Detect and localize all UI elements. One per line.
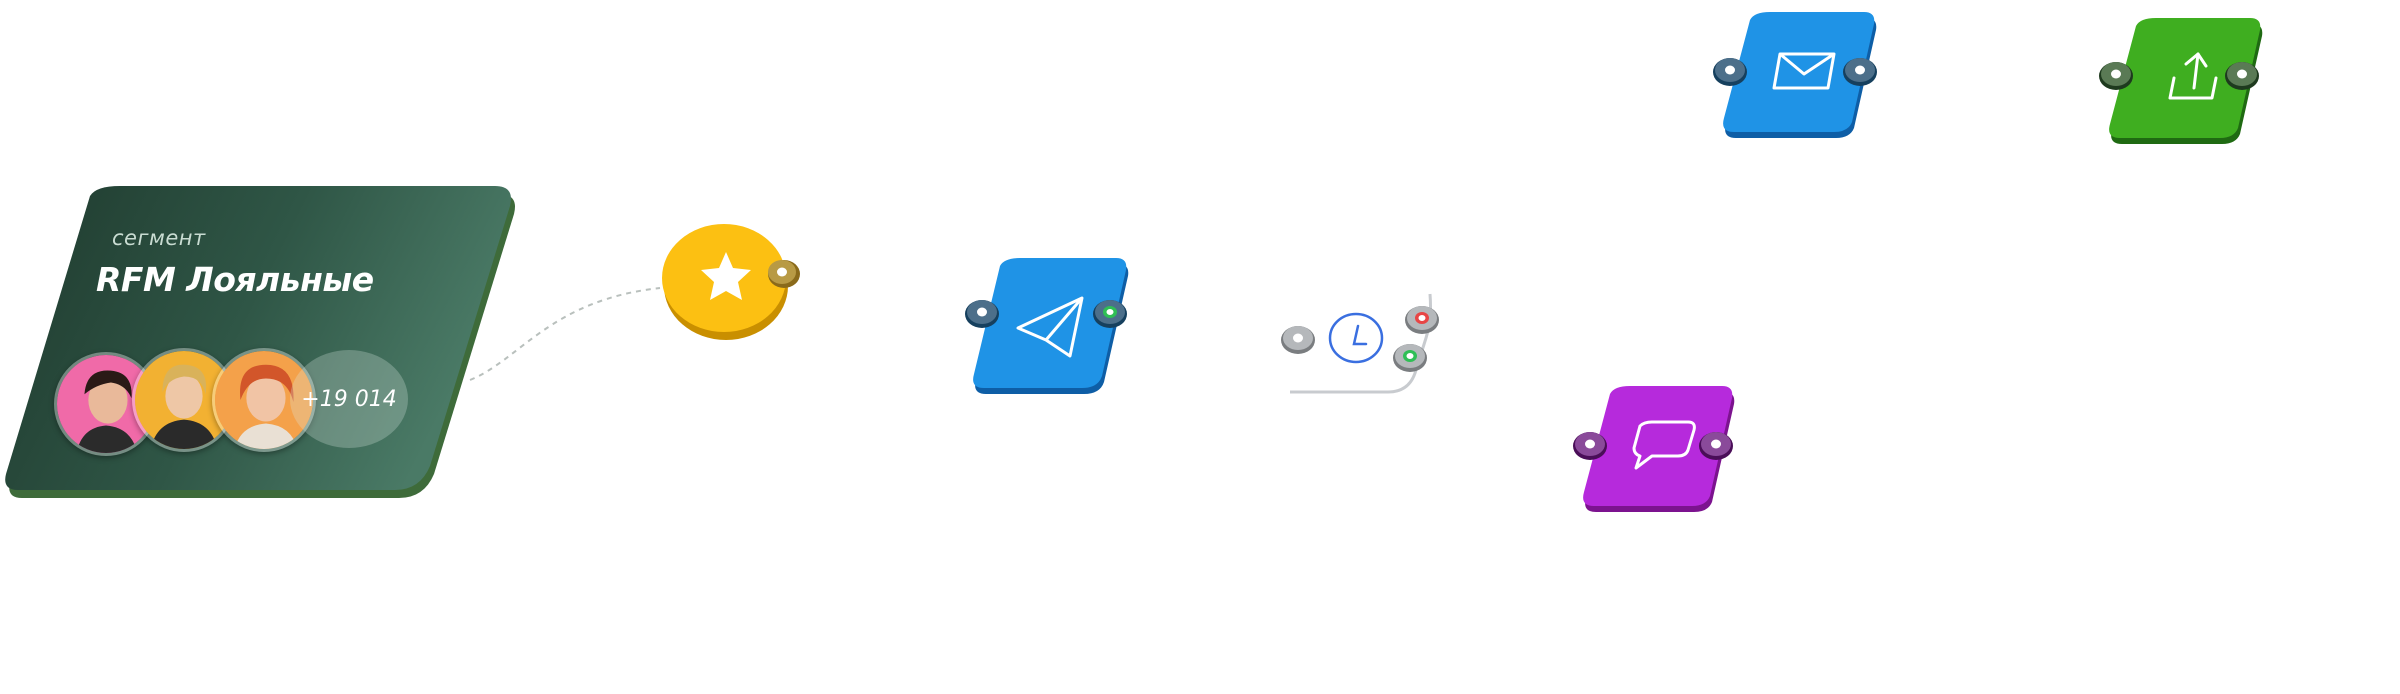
- avatar: [212, 348, 316, 452]
- output-port[interactable]: [2225, 62, 2259, 90]
- avatar: [54, 352, 158, 456]
- segment-card[interactable]: сегмент RFM Лояльные: [0, 186, 520, 498]
- star-icon: [701, 252, 751, 300]
- timer-node[interactable]: [1270, 280, 1450, 410]
- output-port[interactable]: [1093, 300, 1127, 328]
- branch-port-red[interactable]: [1405, 306, 1439, 334]
- paper-plane-icon: [1016, 296, 1084, 358]
- clock-icon: [1328, 312, 1384, 364]
- upload-node[interactable]: [2090, 16, 2276, 146]
- input-port[interactable]: [965, 300, 999, 328]
- envelope-icon: [1772, 52, 1836, 90]
- segment-subtitle: сегмент: [112, 226, 206, 250]
- upload-icon: [2168, 52, 2218, 100]
- extra-count-text: +19 014: [301, 386, 397, 412]
- email-node[interactable]: [1704, 10, 1890, 140]
- output-port[interactable]: [768, 260, 800, 288]
- output-port[interactable]: [1843, 58, 1877, 86]
- telegram-node[interactable]: [960, 256, 1140, 396]
- segment-to-star-connector: [469, 287, 661, 381]
- branch-port-green[interactable]: [1393, 344, 1427, 372]
- input-port[interactable]: [1573, 432, 1607, 460]
- input-port[interactable]: [1713, 58, 1747, 86]
- segment-title: RFM Лояльные: [96, 260, 374, 299]
- chat-node[interactable]: [1564, 384, 1750, 514]
- input-port[interactable]: [2099, 62, 2133, 90]
- chat-bubble-icon: [1632, 420, 1696, 470]
- star-node[interactable]: [660, 216, 810, 346]
- output-port[interactable]: [1699, 432, 1733, 460]
- avatar-group: +19 014: [54, 348, 414, 458]
- input-port[interactable]: [1281, 326, 1315, 354]
- extra-count-badge: +19 014: [290, 350, 408, 448]
